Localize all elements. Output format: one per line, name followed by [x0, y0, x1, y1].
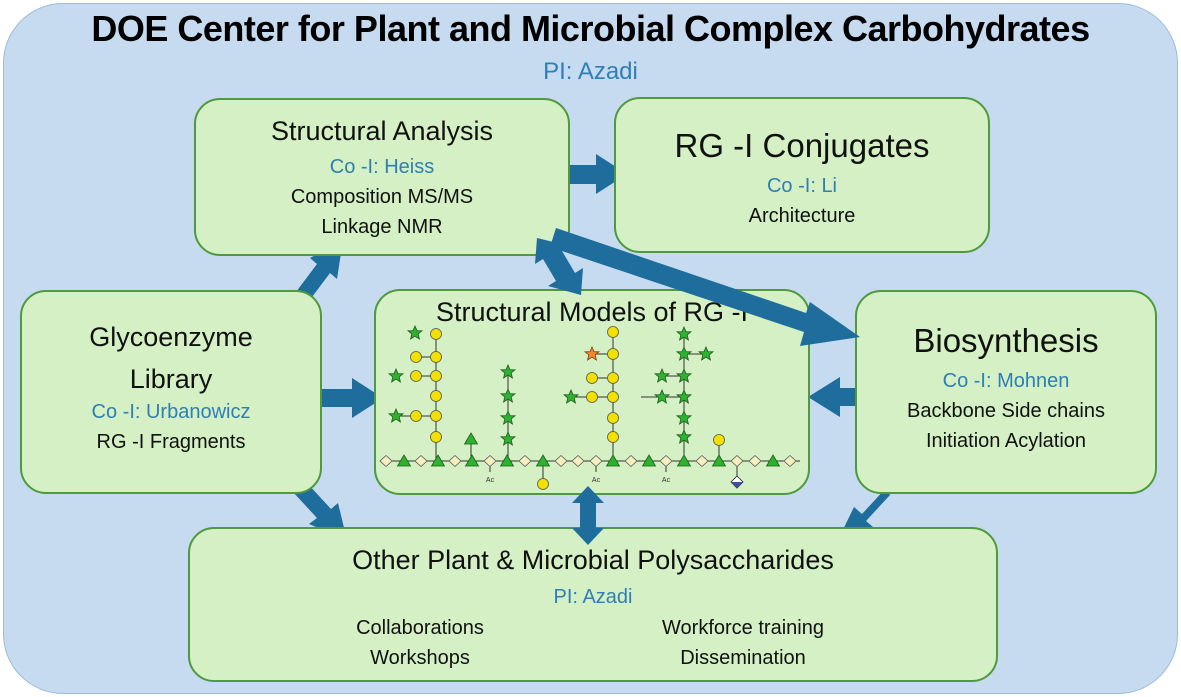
box-other-polysaccharides: Other Plant & Microbial Polysaccharides …: [188, 527, 998, 682]
structural-analysis-line1: Composition MS/MS: [290, 186, 474, 208]
other-item-dissemination: Dissemination: [680, 647, 806, 669]
other-item-workforce-training: Workforce training: [662, 617, 824, 639]
structural-analysis-title: Structural Analysis: [270, 116, 494, 146]
center-pi: PI: Azadi: [543, 58, 638, 85]
glycoenzyme-line1: RG -I Fragments: [96, 431, 246, 453]
structural-analysis-coi: Co -I: Heiss: [329, 156, 435, 178]
acetyl-label: Ac: [662, 477, 671, 484]
box-glycoenzyme-library: Glycoenzyme Library Co -I: Urbanowicz RG…: [20, 290, 322, 494]
other-item-collaborations: Collaborations: [356, 617, 484, 639]
fucose-star-symbol: [583, 345, 601, 361]
rg-conjugates-line1: Architecture: [748, 205, 856, 227]
box-biosynthesis: Biosynthesis Co -I: Mohnen Backbone Side…: [855, 290, 1157, 494]
glycoenzyme-title-line1: Glycoenzyme: [89, 322, 253, 352]
acetyl-label: Ac: [486, 477, 495, 484]
arrow-biosynthesis-to-models: [808, 377, 862, 417]
rg-conjugates-title: RG -I Conjugates: [674, 127, 930, 164]
box-rg-conjugates: RG -I Conjugates Co -I: Li Architecture: [614, 97, 990, 253]
structural-analysis-line2: Linkage NMR: [321, 216, 443, 238]
biosynthesis-coi: Co -I: Mohnen: [942, 370, 1070, 392]
glycoenzyme-title-line2: Library: [129, 364, 213, 394]
acetyl-label: Ac: [592, 477, 601, 484]
page-title: DOE Center for Plant and Microbial Compl…: [91, 8, 1090, 49]
other-title: Other Plant & Microbial Polysaccharides: [352, 545, 834, 575]
diamond-half-symbol: [730, 475, 744, 489]
arrow-glycoenzyme-to-other: [293, 483, 347, 540]
biosynthesis-line1: Backbone Side chains: [907, 400, 1105, 422]
biosynthesis-line2: Initiation Acylation: [925, 430, 1087, 452]
biosynthesis-title: Biosynthesis: [913, 322, 1099, 359]
other-pi: PI: Azadi: [553, 586, 633, 608]
other-item-workshops: Workshops: [370, 647, 470, 669]
glycoenzyme-coi: Co -I: Urbanowicz: [91, 401, 251, 423]
box-structural-analysis: Structural Analysis Co -I: Heiss Composi…: [194, 98, 570, 256]
arrow-glycoenzyme-to-models: [318, 378, 383, 418]
arrow-analysis-to-conjugates: [566, 154, 627, 194]
rg-conjugates-coi: Co -I: Li: [766, 175, 838, 197]
